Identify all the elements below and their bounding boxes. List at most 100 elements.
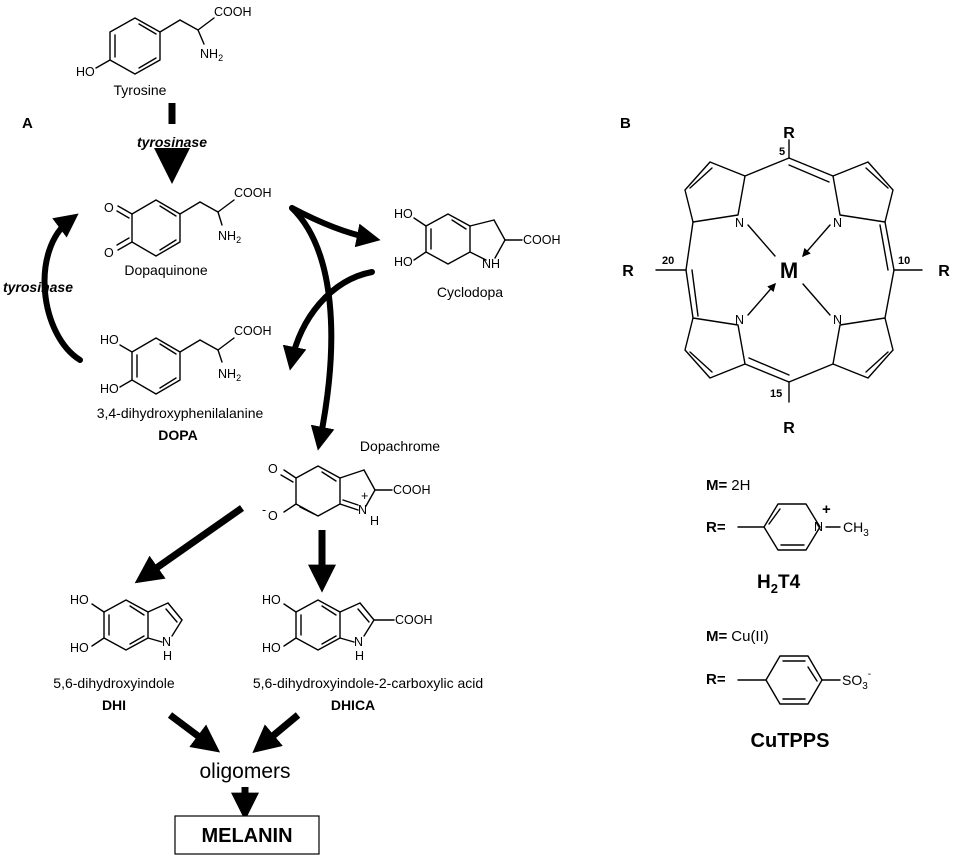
cyclodopa-cooh: COOH bbox=[523, 233, 561, 247]
h2t4-name-b: T4 bbox=[778, 572, 801, 593]
svg-text:M=Cu(II): M=Cu(II) bbox=[706, 628, 769, 645]
dopaquinone-nh: NH bbox=[218, 229, 236, 243]
porphyrin-n-tr: N bbox=[833, 216, 842, 230]
cutpps-name: CuTPPS bbox=[751, 730, 830, 752]
h2t4-n: N bbox=[814, 520, 823, 534]
dopaquinone-o1: O bbox=[104, 201, 114, 215]
porphyrin-structure: N N N N bbox=[655, 139, 923, 403]
arrow-cyclodopa-to-dopa bbox=[282, 269, 375, 371]
porphyrin-pos-15: 15 bbox=[770, 388, 782, 400]
dopa-abbr: DOPA bbox=[158, 427, 197, 443]
dhi-ho2: HO bbox=[70, 641, 89, 655]
melanin-box bbox=[174, 815, 320, 855]
tyrosine-structure: COOH NH2 HO bbox=[76, 5, 252, 79]
dopa-ho2: HO bbox=[100, 382, 119, 396]
dopaquinone-structure: O O COOH NH2 bbox=[104, 186, 272, 260]
dopa-label: 3,4-dihydroxyphenilalanine bbox=[97, 405, 264, 421]
h2t4-m-label: M= bbox=[706, 477, 727, 494]
tyrosine-nh2-sub: 2 bbox=[218, 53, 223, 63]
panel-b-label: B bbox=[620, 115, 631, 132]
tyrosine-cooh: COOH bbox=[214, 5, 252, 19]
arrow-dhi-to-oligomers bbox=[167, 712, 221, 753]
dopachrome-n: N bbox=[358, 503, 367, 517]
dhi-ho1: HO bbox=[70, 593, 89, 607]
dopachrome-label: Dopachrome bbox=[360, 438, 440, 454]
dopa-cooh: COOH bbox=[234, 324, 272, 338]
porphyrin-n-bl: N bbox=[735, 313, 744, 327]
porphyrin-r-right: R bbox=[938, 263, 950, 280]
panel-a-label: A bbox=[22, 115, 33, 132]
dopa-ho1: HO bbox=[100, 333, 119, 347]
svg-text:M=2H: M=2H bbox=[706, 477, 750, 494]
h2t4-plus: + bbox=[822, 501, 831, 518]
h2t4-ch3-sub: 3 bbox=[863, 528, 869, 539]
cutpps-so: SO bbox=[842, 672, 862, 688]
h2t4-m-value: 2H bbox=[731, 477, 750, 494]
dopachrome-h: H bbox=[370, 514, 379, 528]
porphyrin-n-tl: N bbox=[735, 216, 744, 230]
svg-text:NH2: NH2 bbox=[200, 47, 223, 63]
arrow-dopaquinone-to-dopachrome bbox=[289, 205, 335, 451]
dopachrome-cooh: COOH bbox=[393, 483, 431, 497]
porphyrin-metal: M bbox=[780, 258, 798, 283]
dopaquinone-nh2-sub: 2 bbox=[236, 235, 241, 245]
dopachrome-charge-neg: - bbox=[262, 503, 266, 517]
dhica-ho2: HO bbox=[262, 641, 281, 655]
porphyrin-r-left: R bbox=[622, 263, 634, 280]
cutpps-m-value: Cu(II) bbox=[731, 628, 769, 645]
cyclodopa-label: Cyclodopa bbox=[437, 284, 503, 300]
dopa-structure: HO HO COOH NH2 bbox=[100, 324, 272, 396]
dopachrome-charge-pos: + bbox=[361, 489, 368, 503]
dhica-cooh: COOH bbox=[395, 613, 433, 627]
dopaquinone-o2: O bbox=[104, 246, 114, 260]
dopachrome-structure: O O - N + H COOH bbox=[262, 462, 431, 528]
enzyme-tyrosinase-left: tyrosinase bbox=[3, 279, 73, 295]
dhica-ho1: HO bbox=[262, 593, 281, 607]
arrow-dopa-to-dopaquinone bbox=[41, 213, 83, 363]
oligomers-label: oligomers bbox=[199, 760, 290, 783]
cutpps-m-label: M= bbox=[706, 628, 727, 645]
svg-text:NH2: NH2 bbox=[218, 229, 241, 245]
h2t4-definition: M=2H R= N + CH3 H2T4 bbox=[706, 477, 869, 596]
dhica-abbr: DHICA bbox=[331, 697, 375, 713]
cyclodopa-structure: HO HO NH COOH bbox=[394, 207, 561, 271]
cyclodopa-ho2: HO bbox=[394, 255, 413, 269]
cutpps-r-label: R= bbox=[706, 671, 726, 688]
dhica-label: 5,6-dihydroxyindole-2-carboxylic acid bbox=[253, 675, 483, 691]
cyclodopa-ho1: HO bbox=[394, 207, 413, 221]
cutpps-so3-sub: 3 bbox=[862, 681, 868, 692]
dopachrome-o1: O bbox=[268, 462, 278, 476]
dhi-h: H bbox=[163, 649, 172, 663]
svg-text:H2T4: H2T4 bbox=[757, 572, 801, 596]
dhica-n: N bbox=[354, 635, 363, 649]
tyrosine-label: Tyrosine bbox=[114, 82, 167, 98]
h2t4-r-label: R= bbox=[706, 519, 726, 536]
h2t4-name-a: H bbox=[757, 572, 771, 593]
dhica-structure: HO HO N H COOH bbox=[262, 593, 433, 663]
dhica-h: H bbox=[355, 649, 364, 663]
arrow-dopachrome-to-dhi bbox=[134, 505, 245, 584]
dopaquinone-cooh: COOH bbox=[234, 186, 272, 200]
dhi-n: N bbox=[162, 635, 171, 649]
cutpps-definition: M=Cu(II) R= SO3- CuTPPS bbox=[706, 628, 871, 752]
svg-text:CH3: CH3 bbox=[843, 519, 869, 539]
dhi-abbr: DHI bbox=[102, 697, 126, 713]
svg-text:NH2: NH2 bbox=[218, 367, 241, 383]
arrow-dhica-to-oligomers bbox=[252, 712, 301, 754]
cutpps-so3-charge: - bbox=[868, 669, 871, 680]
cyclodopa-nh: NH bbox=[482, 257, 500, 271]
h2t4-ch: CH bbox=[843, 519, 863, 535]
porphyrin-r-bottom: R bbox=[783, 420, 795, 437]
dopa-nh2-sub: 2 bbox=[236, 373, 241, 383]
porphyrin-pos-20: 20 bbox=[662, 255, 674, 267]
tyrosine-nh: NH bbox=[200, 47, 218, 61]
porphyrin-r-top: R bbox=[783, 125, 795, 142]
dhi-structure: HO HO N H bbox=[70, 593, 183, 663]
dopaquinone-label: Dopaquinone bbox=[124, 262, 208, 278]
porphyrin-pos-5: 5 bbox=[779, 146, 785, 158]
tyrosine-ho: HO bbox=[76, 65, 95, 79]
h2t4-name-sub: 2 bbox=[771, 581, 778, 596]
dopa-nh: NH bbox=[218, 367, 236, 381]
enzyme-tyrosinase-top: tyrosinase bbox=[137, 134, 207, 150]
